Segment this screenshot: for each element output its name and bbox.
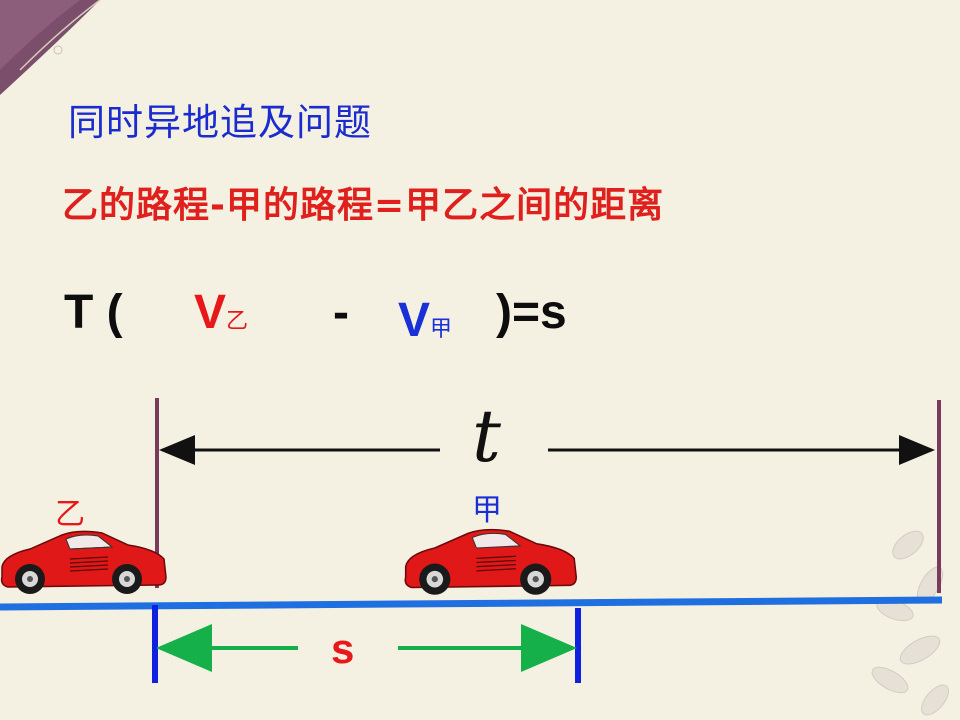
car-jia-label: 甲 — [472, 493, 502, 528]
velocity-letter: V — [194, 286, 227, 339]
velocity-jia-subscript: 甲 — [430, 317, 453, 342]
distance-label: s — [331, 625, 355, 672]
road-line — [0, 596, 943, 611]
equation-minus: - — [333, 286, 349, 339]
formula-text: 乙的路程-甲的路程=甲乙之间的距离 — [62, 185, 665, 226]
car-yi-label: 乙 — [55, 497, 85, 532]
car-yi — [0, 530, 167, 594]
velocity-letter: V — [398, 294, 431, 347]
velocity-yi: V乙 — [194, 285, 248, 340]
car-jia — [404, 528, 578, 595]
equation-suffix: )=s — [496, 286, 567, 339]
equation-prefix: T ( — [64, 286, 123, 339]
velocity-jia: V甲 — [398, 293, 452, 348]
velocity-yi-subscript: 乙 — [226, 309, 249, 334]
page-title: 同时异地追及问题 — [68, 101, 372, 144]
time-label: t — [472, 394, 501, 478]
